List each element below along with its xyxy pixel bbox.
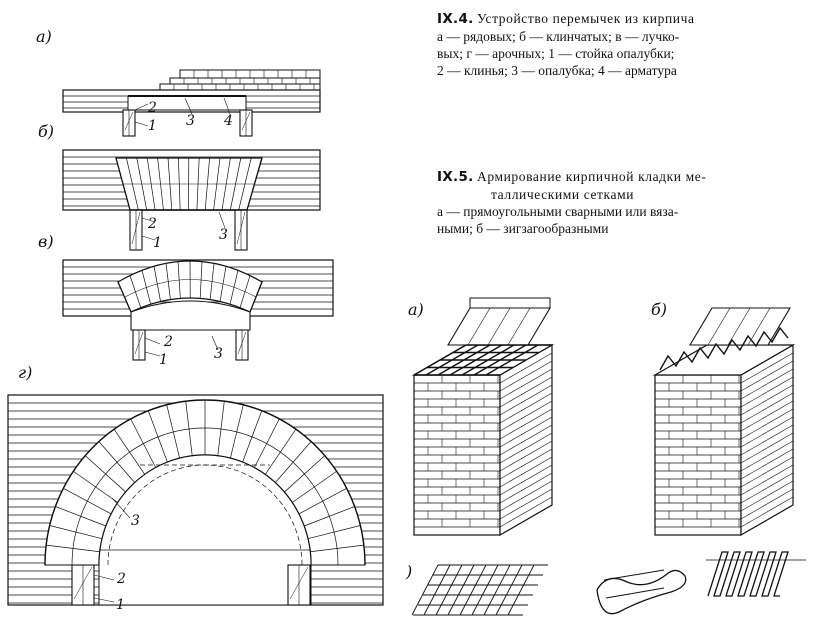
fig5-title-line-2: таллическими сетками <box>491 187 635 202</box>
fig5-number: IX.5. <box>437 169 474 185</box>
mesh-rect <box>411 564 548 616</box>
callout-a-2: 2 <box>148 100 157 116</box>
callout-a-3: 3 <box>186 113 195 129</box>
fig5-line-1: а — прямоугольными сварными или вяза- <box>437 204 679 219</box>
callout-a-1: 1 <box>148 118 157 134</box>
callout-a-4: 4 <box>224 113 233 129</box>
label-a: а) <box>36 27 52 46</box>
callout-g-2: 2 <box>117 571 126 587</box>
callout-v-1: 1 <box>159 352 168 368</box>
lintel-g <box>7 394 384 606</box>
fig5-line-2: ными; б — зигзагообразными <box>437 221 609 236</box>
label-b: б) <box>38 122 55 141</box>
lintel-v <box>62 259 334 361</box>
label-v: в) <box>38 232 54 251</box>
fig4-line-1: а — рядовых; б — клинчатых; в — лучко- <box>437 29 680 44</box>
mesh-zigzag-2 <box>706 551 806 597</box>
lintel-b <box>62 149 321 251</box>
label-g: г) <box>18 363 33 382</box>
fig5-caption: IX.5. Армирование кирпичной кладки ме- т… <box>437 168 827 237</box>
callout-v-2: 2 <box>164 334 173 350</box>
label-a-fig5: а) <box>408 300 424 319</box>
fig4-caption: IX.4. Устройство перемычек из кирпича а … <box>437 10 827 79</box>
callout-g-3: 3 <box>131 513 140 529</box>
pillar-a <box>411 297 555 616</box>
pillar-b <box>596 307 806 615</box>
fig4-line-3: 2 — клинья; 3 — опалубка; 4 — арматура <box>437 63 677 78</box>
callout-g-1: 1 <box>116 597 125 613</box>
fig4-line-2: вых; г — арочных; 1 — стойка опалубки; <box>437 46 675 61</box>
fig4-number: IX.4. <box>437 11 474 27</box>
lintel-a <box>62 69 321 137</box>
fig5-title-line-1: Армирование кирпичной кладки ме- <box>476 169 707 184</box>
label-b-fig5: б) <box>651 300 668 319</box>
fig4-title: Устройство перемычек из кирпича <box>476 11 695 26</box>
callout-v-3: 3 <box>214 346 223 362</box>
mesh-zigzag-1 <box>596 569 687 615</box>
callout-b-3: 3 <box>219 227 228 243</box>
callout-b-2: 2 <box>148 216 157 232</box>
label-tick: ) <box>406 562 413 581</box>
callout-b-1: 1 <box>153 235 162 251</box>
